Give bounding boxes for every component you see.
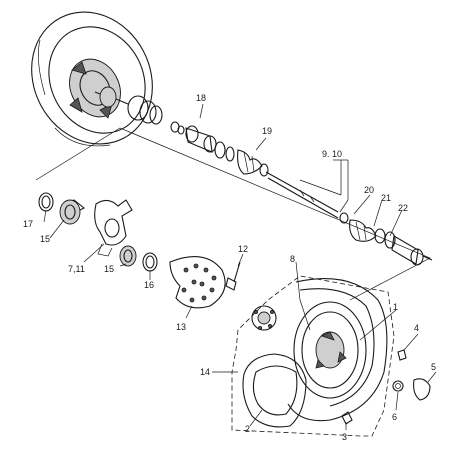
callout-2: 2 <box>245 424 250 434</box>
callout-6: 6 <box>392 412 397 422</box>
bracket-9-10 <box>299 159 349 213</box>
callout-16: 16 <box>144 280 154 290</box>
callout-22: 22 <box>398 203 408 213</box>
callout-19: 19 <box>262 126 272 136</box>
callout-14: 14 <box>200 367 210 377</box>
callout-20: 20 <box>364 185 374 195</box>
callout-21: 21 <box>381 193 391 203</box>
knuckle-group <box>38 192 158 272</box>
group-outline-upper <box>35 127 431 301</box>
exploded-driveshaft <box>170 121 433 266</box>
callout-18: 18 <box>196 93 206 103</box>
callout-labels: 18 19 9. 10 20 21 22 17 15 7,11 15 16 12… <box>23 93 436 442</box>
brake-disc <box>169 256 226 309</box>
bolt-12 <box>225 261 241 291</box>
callout-15-upper: 15 <box>40 234 50 244</box>
callout-3: 3 <box>342 432 347 442</box>
callout-9-10: 9. 10 <box>322 149 342 159</box>
leader-lines <box>43 103 437 430</box>
callout-13: 13 <box>176 322 186 332</box>
callout-15-lower: 15 <box>104 264 114 274</box>
lower-wheel <box>231 275 431 437</box>
callout-5: 5 <box>431 362 436 372</box>
callout-12: 12 <box>238 244 248 254</box>
callout-17: 17 <box>23 219 33 229</box>
callout-1: 1 <box>393 302 398 312</box>
callout-4: 4 <box>414 323 419 333</box>
callout-8: 8 <box>290 254 295 264</box>
assembled-driveshaft <box>94 86 163 125</box>
callout-7-11: 7,11 <box>68 264 85 274</box>
